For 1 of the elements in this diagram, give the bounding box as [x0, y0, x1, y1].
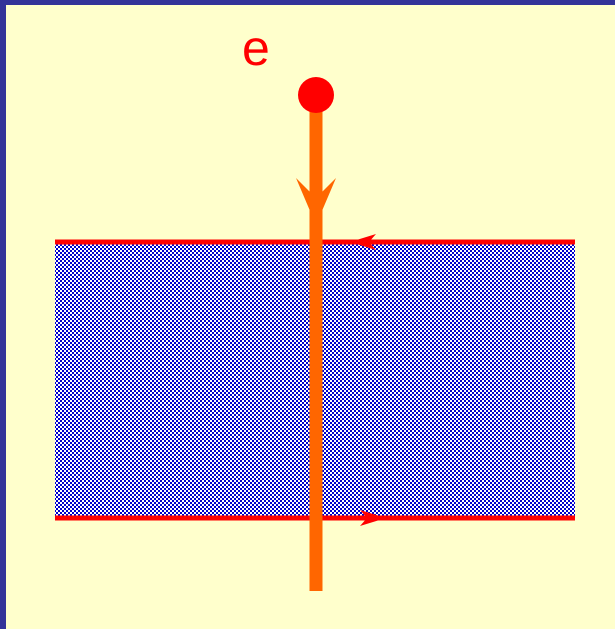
- particle-label: e: [242, 20, 270, 76]
